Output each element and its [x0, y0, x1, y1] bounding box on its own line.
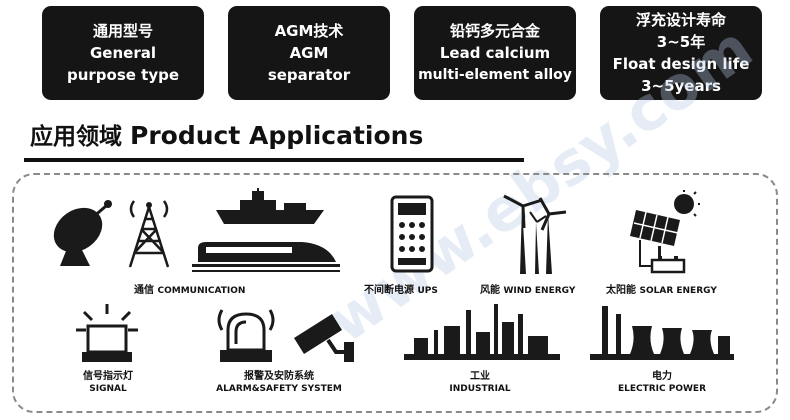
ship-icon [216, 188, 324, 224]
feature-line: General [90, 44, 156, 62]
satellite-dish-icon [53, 200, 112, 266]
caption-cn: 通信 [134, 285, 154, 296]
ups-icon [390, 195, 434, 273]
caption-power: 电力 ELECTRIC POWER [604, 370, 720, 396]
alarm-light-icon [217, 309, 275, 362]
train-icon [192, 242, 340, 272]
caption-en: ELECTRIC POWER [617, 384, 707, 394]
caption-en: UPS [417, 286, 438, 296]
heading-cn: 应用领域 [30, 124, 122, 150]
caption-solar: 太阳能 SOLAR ENERGY [606, 284, 717, 298]
caption-en: WIND ENERGY [503, 286, 576, 296]
feature-lead-calcium-alloy: 铅钙多元合金 Lead calcium multi-element alloy [414, 6, 576, 100]
caption-en: SOLAR ENERGY [639, 286, 717, 296]
power-plant-icon [590, 306, 734, 360]
feature-line: Float design life [612, 55, 750, 73]
caption-communication: 通信 COMMUNICATION [134, 284, 245, 298]
caption-ups: 不间断电源 UPS [364, 284, 438, 298]
caption-en: COMMUNICATION [157, 286, 246, 296]
caption-cn: 工业 [470, 371, 490, 382]
heading-underline [24, 158, 524, 162]
caption-industrial: 工业 INDUSTRIAL [430, 370, 530, 396]
feature-line: purpose type [66, 66, 180, 84]
feature-line: separator [267, 66, 351, 84]
caption-wind: 风能 WIND ENERGY [480, 284, 575, 298]
caption-en: ALARM&SAFETY SYSTEM [216, 384, 342, 394]
security-camera-icon [294, 314, 354, 362]
signal-light-icon [76, 304, 138, 362]
feature-line: AGM [289, 44, 329, 62]
heading-en: Product Applications [130, 121, 424, 150]
feature-line: 3~5年 [656, 33, 706, 51]
section-heading: 应用领域 Product Applications [30, 117, 423, 151]
caption-en: INDUSTRIAL [449, 384, 511, 394]
feature-line: AGM技术 [274, 22, 344, 40]
caption-cn: 风能 [480, 285, 500, 296]
applications-frame [12, 173, 778, 413]
feature-line: 3~5years [641, 77, 721, 95]
feature-line: 浮充设计寿命 [635, 11, 726, 29]
feature-agm-separator: AGM技术 AGM separator [228, 6, 390, 100]
wind-turbine-icon [503, 194, 567, 274]
feature-float-design-life: 浮充设计寿命 3~5年 Float design life 3~5years [600, 6, 762, 100]
feature-general-purpose: 通用型号 General purpose type [42, 6, 204, 100]
feature-line: multi-element alloy [418, 67, 572, 83]
radio-tower-icon [128, 200, 170, 268]
feature-line: Lead calcium [439, 44, 551, 62]
solar-panel-icon [630, 190, 700, 274]
caption-cn: 太阳能 [606, 285, 636, 296]
caption-signal: 信号指示灯 SIGNAL [62, 370, 154, 396]
caption-cn: 电力 [652, 371, 672, 382]
caption-alarm: 报警及安防系统 ALARM&SAFETY SYSTEM [204, 370, 354, 396]
caption-cn: 信号指示灯 [83, 371, 133, 382]
feature-line: 通用型号 [92, 22, 153, 40]
caption-cn: 报警及安防系统 [244, 371, 314, 382]
factory-icon [404, 304, 560, 360]
caption-cn: 不间断电源 [364, 285, 414, 296]
caption-en: SIGNAL [89, 384, 127, 394]
feature-line: 铅钙多元合金 [449, 22, 540, 40]
